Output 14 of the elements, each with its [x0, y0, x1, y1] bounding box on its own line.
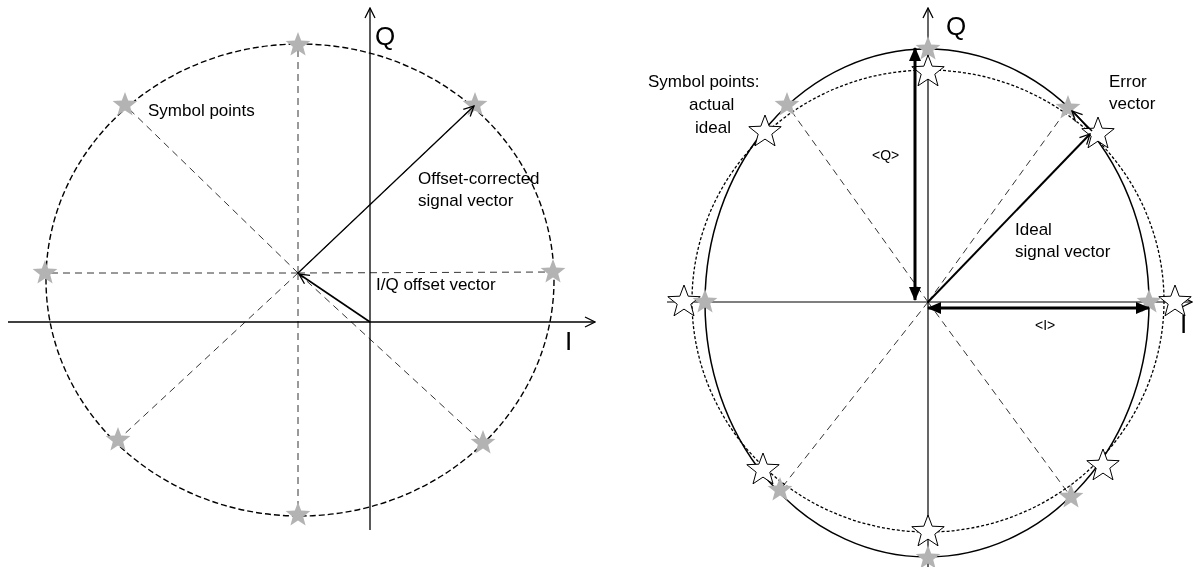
- axis-label: Q: [946, 10, 967, 43]
- dimension-label: <I>: [1035, 316, 1056, 335]
- annotation: I/Q offset vector: [376, 274, 496, 296]
- legend-item: actual: [689, 94, 735, 116]
- annotation: Error vector: [1109, 71, 1156, 116]
- annotation: Symbol points: [148, 100, 255, 122]
- legend-heading: Symbol points:: [648, 71, 760, 93]
- axis-label: Q: [375, 20, 396, 53]
- annotation: Ideal signal vector: [1015, 219, 1111, 264]
- axis-label: I: [565, 325, 573, 358]
- axis-label: I: [1180, 308, 1188, 341]
- legend-item: ideal: [695, 117, 731, 139]
- dimension-label: <Q>: [872, 146, 900, 165]
- annotation: Offset-corrected signal vector: [418, 168, 540, 213]
